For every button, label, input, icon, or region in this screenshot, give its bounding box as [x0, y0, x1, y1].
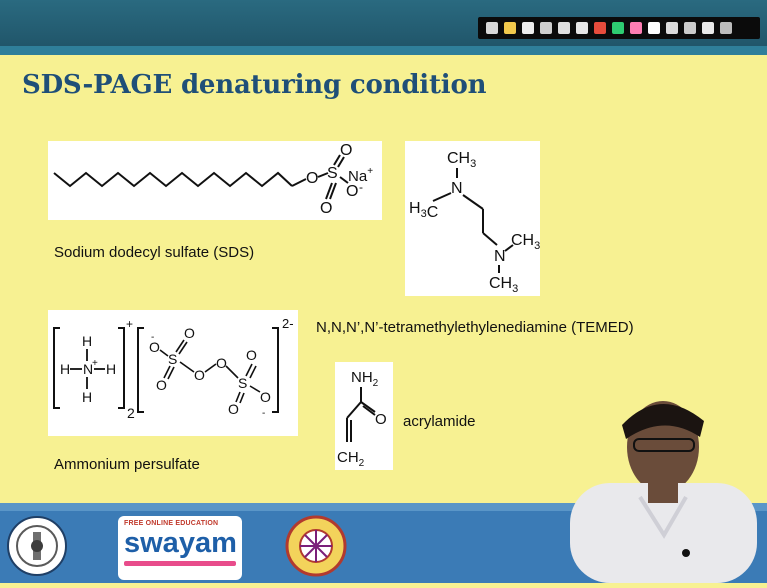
sds-structure: O S O O O - Na+ [53, 142, 373, 217]
swayam-name: swayam [124, 527, 237, 559]
sds-oxygen-top: O [340, 142, 352, 159]
aps-structure-panel: + 2 H H N + H H 2- O - O S O O O S O O O… [48, 310, 298, 436]
aps-h-left: H [60, 361, 70, 377]
slide-title: SDS-PAGE denaturing condition [22, 70, 487, 100]
marker-green-icon[interactable] [612, 22, 624, 34]
sds-sodium: Na+ [348, 166, 373, 185]
temed-n-bottom: N [494, 248, 506, 265]
aps-structure: + 2 H H N + H H 2- O - O S O O O S O O O… [53, 316, 294, 421]
eraser-tool-icon[interactable] [648, 22, 660, 34]
zoom-tool-icon[interactable] [666, 22, 678, 34]
aps-o6: O [260, 389, 271, 405]
swayam-tagline: FREE ONLINE EDUCATION [124, 520, 219, 527]
aps-o4: O [246, 347, 257, 363]
sds-minus: - [359, 180, 363, 194]
aps-o6-minus: - [262, 408, 265, 419]
iit-logo [6, 515, 68, 577]
swayam-logo: FREE ONLINE EDUCATION swayam [118, 516, 242, 580]
acrylamide-oxygen: O [375, 411, 387, 428]
aps-n-plus: + [92, 358, 98, 369]
record-tool-icon[interactable] [702, 22, 714, 34]
close-tool-icon[interactable] [720, 22, 732, 34]
temed-ch3-top: CH3 [447, 150, 476, 170]
sds-sulfur: S [327, 165, 338, 182]
aps-s1: S [168, 351, 177, 367]
pen-tool-icon[interactable] [504, 22, 516, 34]
aps-n: N [83, 361, 93, 377]
header-strip [0, 46, 767, 55]
aps-h-top: H [82, 333, 92, 349]
aps-h-right: H [106, 361, 116, 377]
aps-o1: O [149, 339, 160, 355]
aps-o-bridge2: O [216, 355, 227, 371]
temed-n-top: N [451, 180, 463, 197]
temed-h3c: H3OC [409, 200, 438, 221]
presenter-video [560, 385, 767, 583]
shape-tool-icon[interactable] [558, 22, 570, 34]
sds-structure-panel: O S O O O - Na+ [48, 141, 382, 220]
temed-ch3-bottom: CH3 [489, 275, 518, 295]
text-tool-icon[interactable] [576, 22, 588, 34]
aps-cation-plus: + [126, 317, 133, 331]
marker-red-icon[interactable] [594, 22, 606, 34]
acrylamide-nh2: NH2 [351, 369, 379, 389]
aps-label: Ammonium persulfate [54, 456, 200, 473]
sds-oxygen-anion: O [346, 183, 358, 200]
acrylamide-structure: NH2 O CH2 [337, 369, 387, 469]
sds-label: Sodium dodecyl sulfate (SDS) [54, 244, 255, 261]
acrylamide-ch2: CH2 [337, 449, 365, 469]
sds-oxygen-bottom: O [320, 200, 332, 217]
aps-h-bottom: H [82, 389, 92, 405]
aps-subscript-2: 2 [127, 405, 135, 421]
swayam-underline [124, 561, 236, 566]
aps-o2: O [184, 325, 195, 341]
arrow-tool-icon[interactable] [540, 22, 552, 34]
marker-pink-icon[interactable] [630, 22, 642, 34]
temed-structure: CH3 N H3OC N CH3 CH3 [409, 150, 540, 295]
annotation-toolbar[interactable] [478, 17, 760, 39]
aps-s2: S [238, 375, 247, 391]
nptel-logo [285, 515, 347, 577]
temed-ch3-right: CH3 [511, 232, 540, 252]
footer-strip [0, 503, 767, 511]
highlighter-tool-icon[interactable] [522, 22, 534, 34]
acrylamide-structure-panel: NH2 O CH2 [335, 362, 393, 470]
temed-structure-panel: CH3 N H3OC N CH3 CH3 [405, 141, 540, 296]
aps-o3: O [156, 377, 167, 393]
temed-label: N,N,N’,N’-tetramethylethylenediamine (TE… [316, 319, 634, 336]
acrylamide-label: acrylamide [403, 413, 476, 430]
sds-oxygen: O [306, 170, 318, 187]
aps-o-bridge1: O [194, 367, 205, 383]
settings-tool-icon[interactable] [684, 22, 696, 34]
pointer-tool-icon[interactable] [486, 22, 498, 34]
aps-o1-minus: - [151, 332, 154, 343]
aps-anion-charge: 2- [282, 316, 294, 331]
aps-o5: O [228, 401, 239, 417]
